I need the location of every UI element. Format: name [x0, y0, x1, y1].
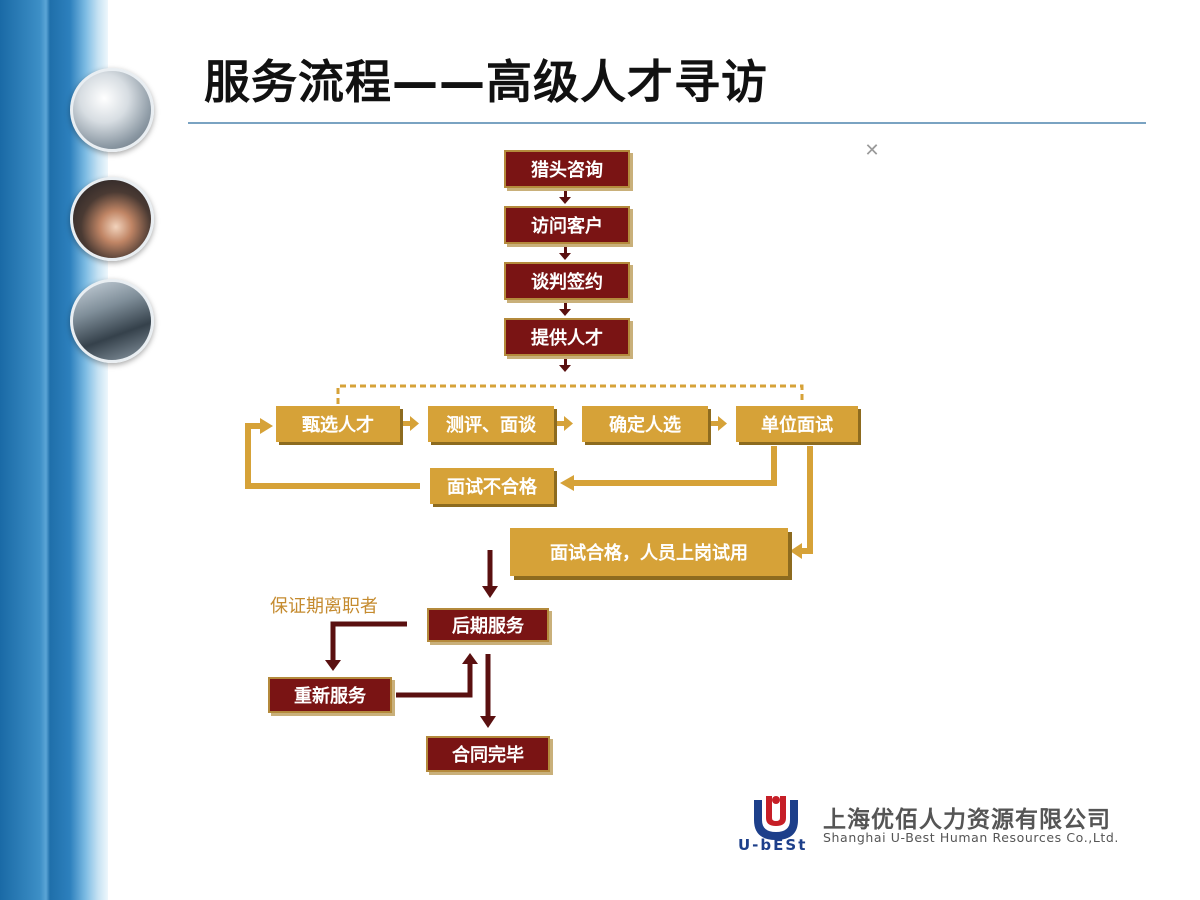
step-provide-talent: 提供人才 [504, 318, 630, 356]
company-logo-text: U-bESt [738, 836, 807, 854]
step-visit-client: 访问客户 [504, 206, 630, 244]
step-confirm-candidate: 确定人选 [582, 406, 708, 442]
annotation-guarantee-period: 保证期离职者 [270, 592, 378, 618]
step-negotiate-sign: 谈判签约 [504, 262, 630, 300]
step-select-talent: 甄选人才 [276, 406, 400, 442]
step-assess-interview: 测评、面谈 [428, 406, 554, 442]
step-interview-failed: 面试不合格 [430, 468, 554, 504]
step-contract-complete: 合同完毕 [426, 736, 550, 772]
step-re-service: 重新服务 [268, 677, 392, 713]
step-interview-passed: 面试合格，人员上岗试用 [510, 528, 788, 576]
company-name-en: Shanghai U-Best Human Resources Co.,Ltd. [823, 830, 1119, 845]
step-headhunting-consult: 猎头咨询 [504, 150, 630, 188]
step-after-service: 后期服务 [427, 608, 549, 642]
step-employer-interview: 单位面试 [736, 406, 858, 442]
company-name-cn: 上海优佰人力资源有限公司 [823, 800, 1111, 834]
